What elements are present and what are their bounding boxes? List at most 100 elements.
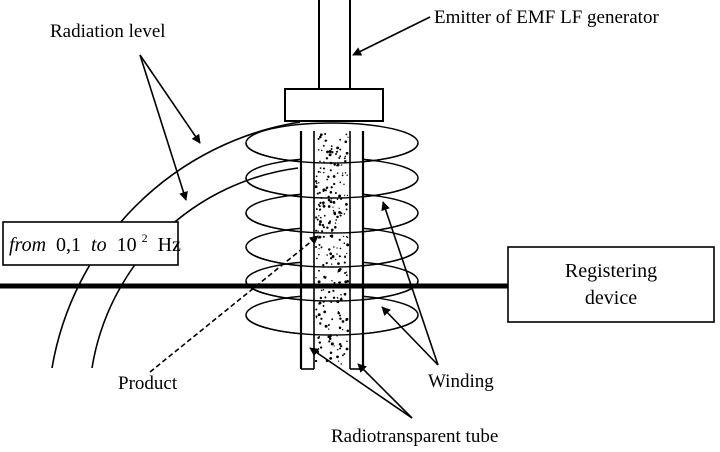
product-dot <box>344 155 347 158</box>
product-dot <box>314 185 318 189</box>
product-dot <box>339 181 342 184</box>
product-dot <box>338 194 342 198</box>
product-dot <box>322 235 325 238</box>
product-dot <box>325 157 329 160</box>
product-dot <box>343 242 346 245</box>
product-dot <box>333 163 336 166</box>
product-dot <box>344 140 348 144</box>
product-dot <box>345 271 348 273</box>
product-dot <box>334 222 337 224</box>
product-dot <box>319 208 322 211</box>
tube-label: Radiotransparent tube <box>331 426 498 447</box>
product-dot <box>331 318 334 321</box>
product-dot <box>344 172 347 174</box>
product-dot <box>346 252 348 255</box>
product-dot <box>339 148 342 151</box>
product-dot <box>316 218 319 221</box>
product-dot <box>329 257 333 260</box>
product-dot <box>336 247 338 249</box>
product-dot <box>338 156 341 160</box>
product-dot <box>338 326 342 330</box>
freq-high-base: 10 <box>117 234 137 256</box>
radiation-level-label: Radiation level <box>50 21 166 42</box>
product-dot <box>339 267 342 271</box>
product-dot <box>317 137 320 140</box>
product-dot <box>337 311 340 315</box>
product-dot <box>322 190 325 193</box>
product-dot <box>314 180 318 183</box>
product-dot <box>340 164 343 166</box>
product-dot <box>336 348 339 351</box>
product-dot <box>329 169 332 172</box>
product-dot <box>340 294 342 296</box>
product-dot <box>339 155 342 158</box>
product-dot <box>315 182 318 185</box>
product-dot <box>338 314 342 317</box>
product-dot <box>332 209 335 212</box>
product-dot <box>322 204 326 208</box>
product-dot <box>328 340 331 343</box>
product-dot <box>318 223 322 226</box>
product-dot <box>337 262 340 265</box>
product-dot <box>318 215 320 217</box>
product-dot <box>319 346 323 349</box>
radiation-arc-outer <box>51 121 301 369</box>
product-dot <box>324 189 327 192</box>
freq-from: from <box>9 234 46 256</box>
product-dot <box>318 341 321 344</box>
product-dot <box>337 271 339 273</box>
product-dot <box>346 340 348 343</box>
product-dot <box>345 208 348 211</box>
product-dot <box>317 149 320 151</box>
product-dot <box>343 213 346 215</box>
product-dot <box>329 335 332 338</box>
product-dot <box>341 328 344 331</box>
product-dot <box>326 178 329 181</box>
product-dot <box>346 243 350 247</box>
product-dot <box>333 345 335 347</box>
product-dot <box>319 216 322 219</box>
product-dot <box>345 151 349 155</box>
product-dot <box>346 194 349 197</box>
product-dot <box>345 347 349 351</box>
product-dot <box>341 172 344 174</box>
product-dot <box>317 170 320 173</box>
product-dot <box>319 160 321 163</box>
product-dot <box>334 225 337 229</box>
product-dot <box>338 360 340 362</box>
product-dot <box>344 280 348 284</box>
product-dot <box>329 357 333 360</box>
product-dot <box>343 352 346 355</box>
product-dot <box>343 261 346 264</box>
registering-line1: Registering <box>565 260 657 282</box>
product-label: Product <box>118 373 178 394</box>
product-dot <box>336 198 339 200</box>
product-dot <box>329 191 333 194</box>
product-dot <box>330 148 333 151</box>
product-dot <box>324 276 327 279</box>
product-dot <box>331 280 333 282</box>
product-dot <box>342 235 345 238</box>
product-dot <box>322 223 324 226</box>
product-dot <box>321 230 324 233</box>
product-dot <box>331 263 333 265</box>
product-dot <box>340 345 343 348</box>
product-dot <box>318 191 321 194</box>
product-dot <box>335 219 338 221</box>
product-dot <box>330 145 333 147</box>
product-dot <box>344 194 346 197</box>
product-dot <box>314 359 318 363</box>
product-dot <box>318 302 320 305</box>
product-dot <box>333 246 335 248</box>
product-dot <box>328 290 331 294</box>
product-dot <box>327 175 330 178</box>
product-dot <box>325 261 328 265</box>
product-dot <box>338 255 341 258</box>
product-dot <box>336 146 339 150</box>
product-dot <box>316 192 319 195</box>
product-dot <box>317 230 319 232</box>
product-dot <box>334 192 337 194</box>
product-dot <box>344 256 346 259</box>
product-dot <box>346 174 348 176</box>
